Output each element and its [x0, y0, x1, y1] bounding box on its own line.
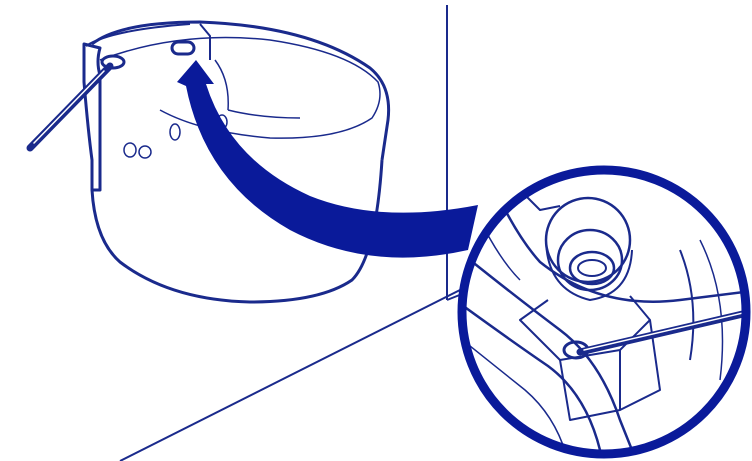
basin-rim-outer — [92, 22, 389, 160]
basin-inner-contour — [215, 60, 300, 118]
floor-edge-left — [120, 290, 460, 461]
probe-highlight — [34, 71, 104, 143]
curved-callout-arrow — [177, 60, 478, 258]
magnified-detail-circle — [450, 170, 752, 461]
basin-back-plate — [84, 44, 100, 190]
arrow-body — [177, 60, 478, 258]
overflow-slot-top — [172, 42, 194, 54]
basin-rim-inner — [100, 38, 380, 139]
pointed-probe-tool — [30, 66, 110, 148]
